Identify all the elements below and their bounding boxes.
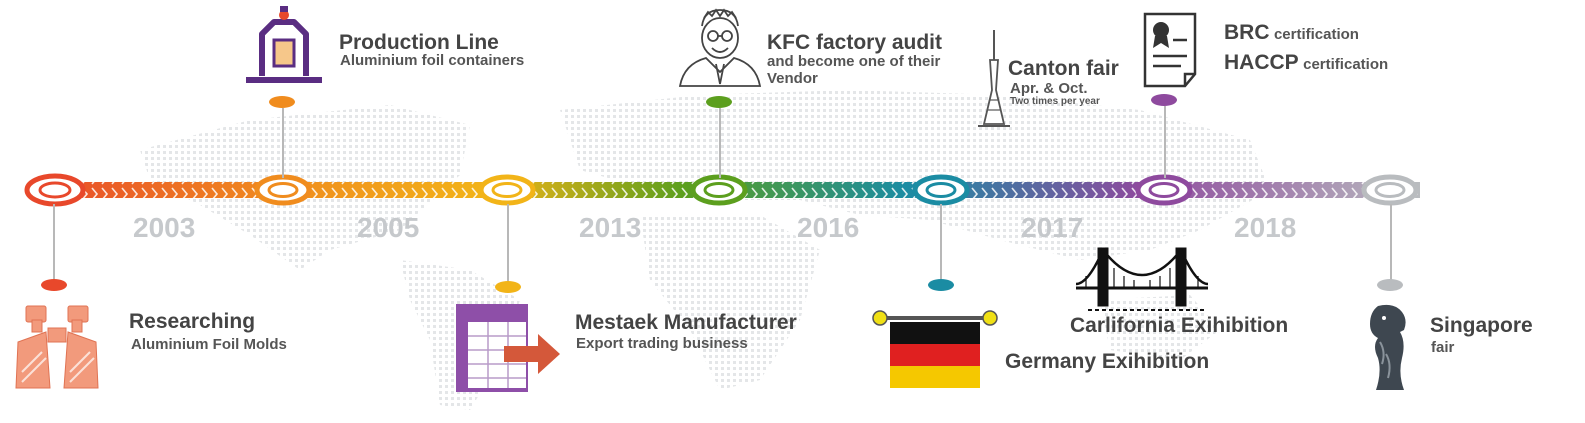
- dot-researching: [41, 279, 67, 291]
- kfc-subtitle-line2: Vendor: [767, 70, 818, 87]
- kfc-title: KFC factory audit: [767, 31, 943, 54]
- haccp-line: HACCP certification: [1224, 51, 1388, 74]
- singapore-title: Singapore: [1430, 314, 1533, 337]
- canton-tower-icon: [978, 30, 1010, 127]
- mestaek-subtitle: Export trading business: [576, 335, 748, 352]
- year-label: 2016: [797, 212, 860, 243]
- dot-kfc: [706, 96, 732, 108]
- node-2016: [690, 174, 748, 206]
- brc-line: BRC certification: [1224, 21, 1359, 44]
- year-label: 2005: [357, 212, 420, 243]
- year-label: 2013: [579, 212, 642, 243]
- kfc-subtitle-line1: and become one of their: [767, 53, 941, 70]
- stem-germany: [940, 204, 942, 282]
- production-line-title: Production Line: [339, 31, 499, 54]
- researching-title: Researching: [129, 310, 256, 333]
- year-label: 2018: [1234, 212, 1297, 243]
- haccp-title: HACCP: [1224, 51, 1299, 74]
- stem-singapore: [1390, 204, 1392, 282]
- node-end: [1361, 174, 1419, 206]
- brc-suffix: certification: [1273, 26, 1359, 43]
- haccp-suffix: certification: [1303, 56, 1389, 73]
- germany-title: Germany Exihibition: [1005, 350, 1210, 373]
- mestaek-title: Mestaek Manufacturer: [575, 311, 797, 334]
- singapore-subtitle: fair: [1431, 339, 1455, 356]
- production-line-subtitle: Aluminium foil containers: [340, 52, 525, 69]
- california-title: Carlifornia Exihibition: [1070, 314, 1289, 337]
- canton-title: Canton fair: [1008, 57, 1119, 80]
- germany-flag-icon: [872, 310, 998, 388]
- merlion-icon: [1370, 304, 1406, 390]
- node-2005: [254, 174, 312, 206]
- canton-subtitle: Apr. & Oct.: [1010, 80, 1088, 97]
- certificate-icon: [1143, 12, 1197, 88]
- production-machine-icon: [246, 6, 322, 83]
- businessman-icon: [678, 8, 762, 87]
- stem-kfc: [719, 108, 721, 178]
- golden-gate-bridge-icon: [1075, 247, 1209, 311]
- stem-production: [282, 108, 284, 178]
- researching-subtitle: Aluminium Foil Molds: [131, 336, 287, 353]
- year-label: 2003: [133, 212, 196, 243]
- node-2003: [24, 173, 86, 207]
- stem-certification: [1164, 106, 1166, 178]
- node-2013: [478, 174, 536, 206]
- year-label: 2017: [1021, 212, 1084, 243]
- export-table-icon: [456, 304, 560, 392]
- stem-mestaek: [507, 204, 509, 282]
- canton-note: Two times per year: [1010, 96, 1100, 107]
- binoculars-icon: [15, 305, 99, 389]
- node-2017: [912, 174, 970, 206]
- stem-researching: [53, 204, 55, 282]
- dot-singapore: [1377, 279, 1403, 291]
- dot-mestaek: [495, 281, 521, 293]
- dot-certification: [1151, 94, 1177, 106]
- dot-production: [269, 96, 295, 108]
- dot-germany: [928, 279, 954, 291]
- node-2018: [1135, 174, 1193, 206]
- brc-title: BRC: [1224, 21, 1270, 44]
